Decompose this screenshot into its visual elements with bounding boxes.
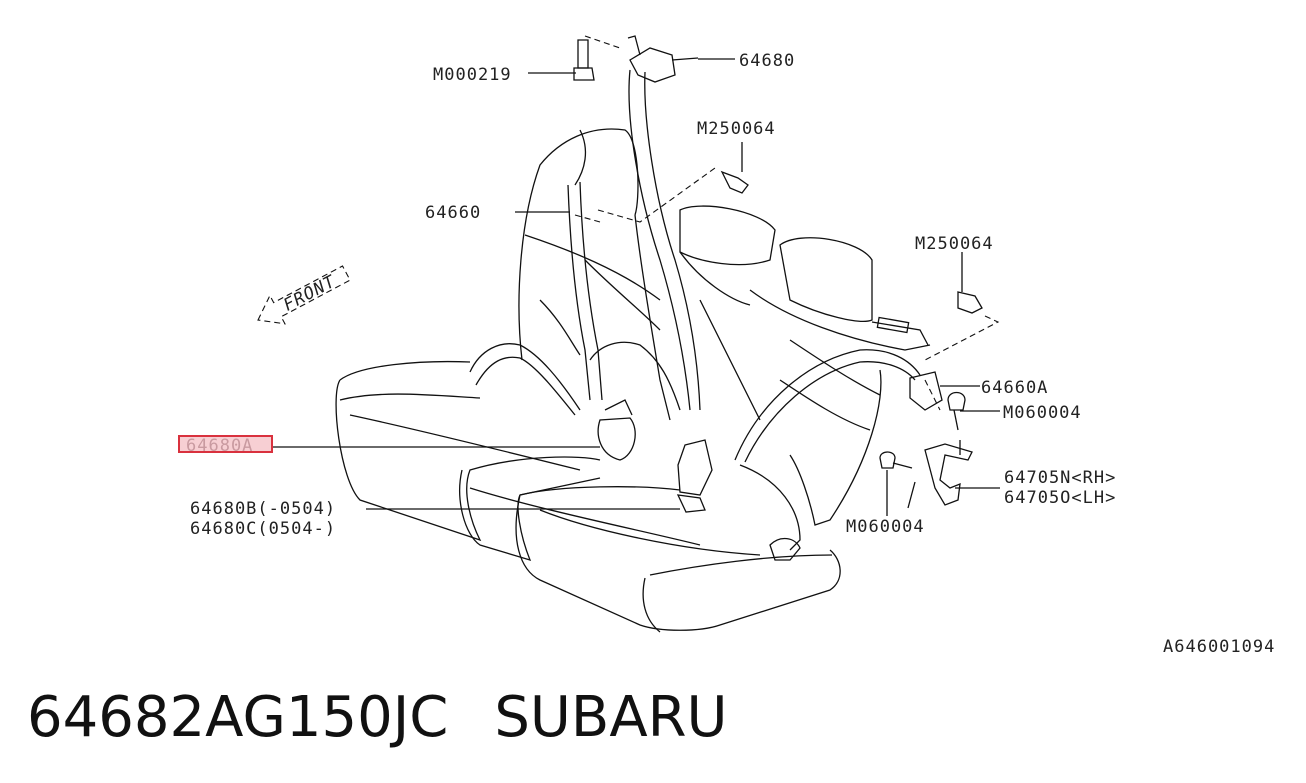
label-64680c[interactable]: 64680C(0504-) [190, 519, 336, 539]
label-64705o-lh[interactable]: 64705O<LH> [1004, 488, 1116, 508]
part-number: 64682AG150JC [27, 685, 449, 750]
highlighted-part-64680a[interactable]: 64680A [178, 435, 273, 456]
label-m250064-top[interactable]: M250064 [697, 119, 776, 139]
label-64705n-rh[interactable]: 64705N<RH> [1004, 468, 1116, 488]
label-64660a[interactable]: 64660A [981, 378, 1048, 398]
label-m060004-bottom[interactable]: M060004 [846, 517, 925, 537]
label-m000219[interactable]: M000219 [433, 65, 512, 85]
label-64680[interactable]: 64680 [739, 51, 795, 71]
label-64680b[interactable]: 64680B(-0504) [190, 499, 336, 519]
label-m060004-right[interactable]: M060004 [1003, 403, 1082, 423]
label-64660[interactable]: 64660 [425, 203, 481, 223]
front-label: FRONT [280, 271, 340, 315]
seat-illustration [335, 35, 1000, 633]
label-64680a[interactable]: 64680A [186, 436, 253, 456]
parts-diagram: FRONT M000219 64680 M250064 64660 M25006… [178, 35, 1275, 657]
label-m250064-right[interactable]: M250064 [915, 234, 994, 254]
leader-lines [273, 58, 1000, 516]
diagram-reference-code: A646001094 [1163, 637, 1275, 657]
brand-name: SUBARU [494, 685, 728, 750]
front-arrow-icon: FRONT [257, 265, 351, 325]
part-title: 64682AG150JC SUBARU [27, 683, 728, 753]
